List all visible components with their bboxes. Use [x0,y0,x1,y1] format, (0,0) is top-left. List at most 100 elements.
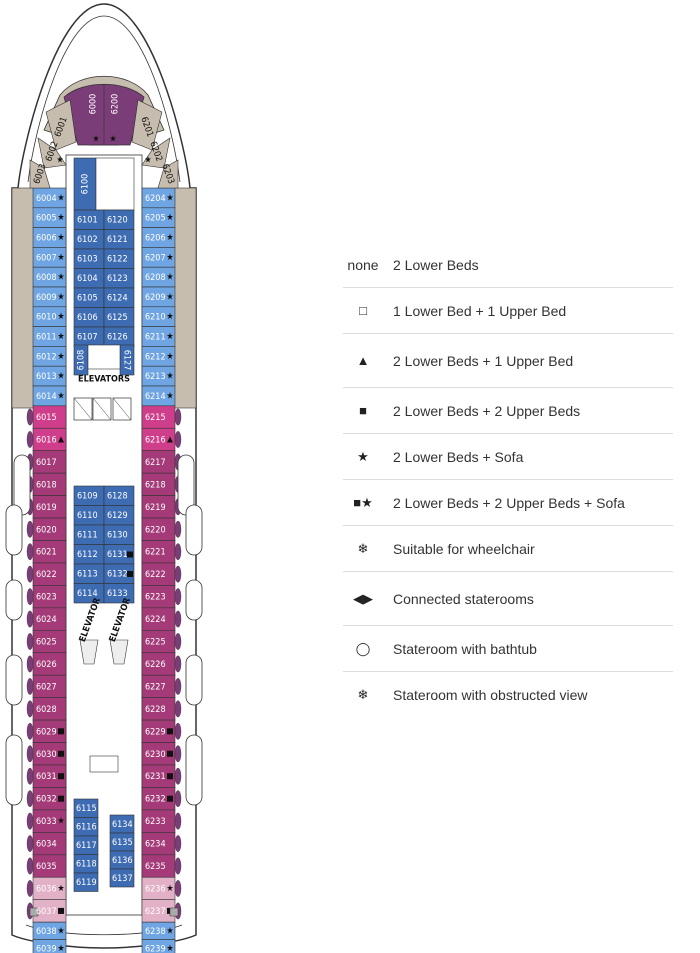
wheelchair-icon: ❄ [357,540,369,556]
triangle-icon [167,436,173,443]
stateroom-number: 6120 [107,216,128,226]
stateroom-number: 6038 [36,927,57,937]
elevators-label: ELEVATORS [78,375,130,385]
star-icon: ★ [166,193,173,203]
star-icon: ★ [166,332,173,342]
stateroom-number: 6206 [145,234,166,244]
stateroom-6202[interactable] [141,137,171,169]
stateroom-number: 6105 [77,294,98,304]
legend-label: 1 Lower Bed + 1 Upper Bed [393,302,567,319]
lifeboat [5,579,23,621]
stateroom-number: 6219 [145,503,166,513]
stateroom-number: 6035 [36,862,57,872]
bathtub-icon [174,678,182,695]
stateroom-number: 6009 [36,293,57,303]
stateroom-number: 6100 [81,174,91,195]
bathtub-icon [26,767,34,785]
stateroom-number: 6207 [145,253,166,263]
legend-label: 2 Lower Beds + Sofa [393,448,524,465]
star-icon: ★ [166,372,173,382]
bathtub-icon [26,812,34,830]
stateroom-number: 6129 [107,511,128,521]
stateroom-number: 6127 [122,350,132,371]
bathtub-icon [26,835,34,853]
stateroom-number: 6224 [145,615,166,625]
bathtub-icon [174,790,182,808]
stateroom-6133[interactable] [103,583,135,604]
stateroom-number: 6123 [107,274,128,284]
bathtub-icon [26,520,34,538]
stateroom-number: 6136 [112,856,133,866]
filled-square-icon [127,551,133,558]
stateroom-number: 6011 [36,333,57,343]
star-icon: ★ [144,156,151,166]
stateroom-number: 6220 [145,525,166,535]
bathtub-icon [174,633,182,650]
bathtub-icon [26,431,34,448]
stateroom-number: 6205 [145,214,166,224]
stateroom-6203[interactable] [157,159,179,189]
stateroom-6201[interactable] [131,99,163,151]
stateroom-number: 6101 [77,216,98,226]
bathtub-icon [174,880,182,897]
stateroom-number: 6235 [145,862,166,872]
stateroom-number: 6116 [76,823,97,833]
stateroom-number: 6108 [77,350,87,371]
stateroom-number: 6236 [145,884,166,894]
lifeboat [185,579,203,621]
star-icon: ★ [166,312,173,322]
triangle-icon [58,436,64,443]
stateroom-number: 6014 [36,392,57,402]
bathtub-icon [26,588,34,606]
legend-row: ★2 Lower Beds + Sofa [343,434,673,480]
star-icon: ★ [166,352,173,362]
star-icon: ★ [92,135,99,145]
stateroom-number: 6215 [145,413,166,423]
star-icon: ★ [57,884,64,894]
star-icon: ★ [109,135,116,145]
lifeboat [185,654,203,706]
stateroom-number: 6022 [36,570,57,580]
stateroom-number: 6034 [36,840,57,850]
stateroom-number: 6032 [36,795,57,805]
stateroom-6239[interactable] [141,939,176,953]
filled-square-icon [127,571,133,577]
star-icon: ★ [166,391,173,401]
bathtub-icon [26,745,34,763]
stateroom-6001[interactable] [45,99,77,151]
stateroom-6137[interactable] [109,868,135,888]
star-icon: ★ [57,391,64,401]
stateroom-number: 6126 [107,333,128,343]
stateroom-number: 6005 [36,214,57,224]
legend-row: ▲2 Lower Beds + 1 Upper Bed [343,334,673,388]
stateroom-6003[interactable] [29,159,51,189]
star-icon: ★ [57,273,64,283]
stateroom-number: 6237 [145,907,166,917]
star-icon: ★ [166,213,173,223]
bathtub-icon [26,880,34,897]
divider [112,397,132,421]
stateroom-number: 6204 [145,194,166,204]
bathtub-icon [26,610,34,628]
stateroom-number: 6217 [145,458,166,468]
stateroom-number: 6018 [36,480,57,490]
bathtub-icon [26,565,34,583]
stateroom-6002[interactable] [37,137,67,169]
legend-row: ◀▶Connected staterooms [343,572,673,626]
stateroom-number: 6114 [77,589,98,599]
stateroom-number: 6115 [76,804,97,814]
star-icon: ★ [57,253,64,263]
stateroom-number: 6225 [145,638,166,648]
stateroom-6119[interactable] [73,872,99,892]
stateroom-number: 6122 [107,255,128,265]
elevator-shaft [87,344,121,370]
stateroom-number: 6028 [36,705,57,715]
legend-label: 2 Lower Beds + 2 Upper Beds + Sofa [393,494,625,511]
stateroom-number: 6029 [36,727,57,737]
stateroom-number: 6131 [107,550,128,560]
lifeboat [5,734,23,806]
stateroom-6039[interactable] [32,939,67,953]
stateroom-number: 6221 [145,548,166,558]
stateroom-number: 6030 [36,750,57,760]
